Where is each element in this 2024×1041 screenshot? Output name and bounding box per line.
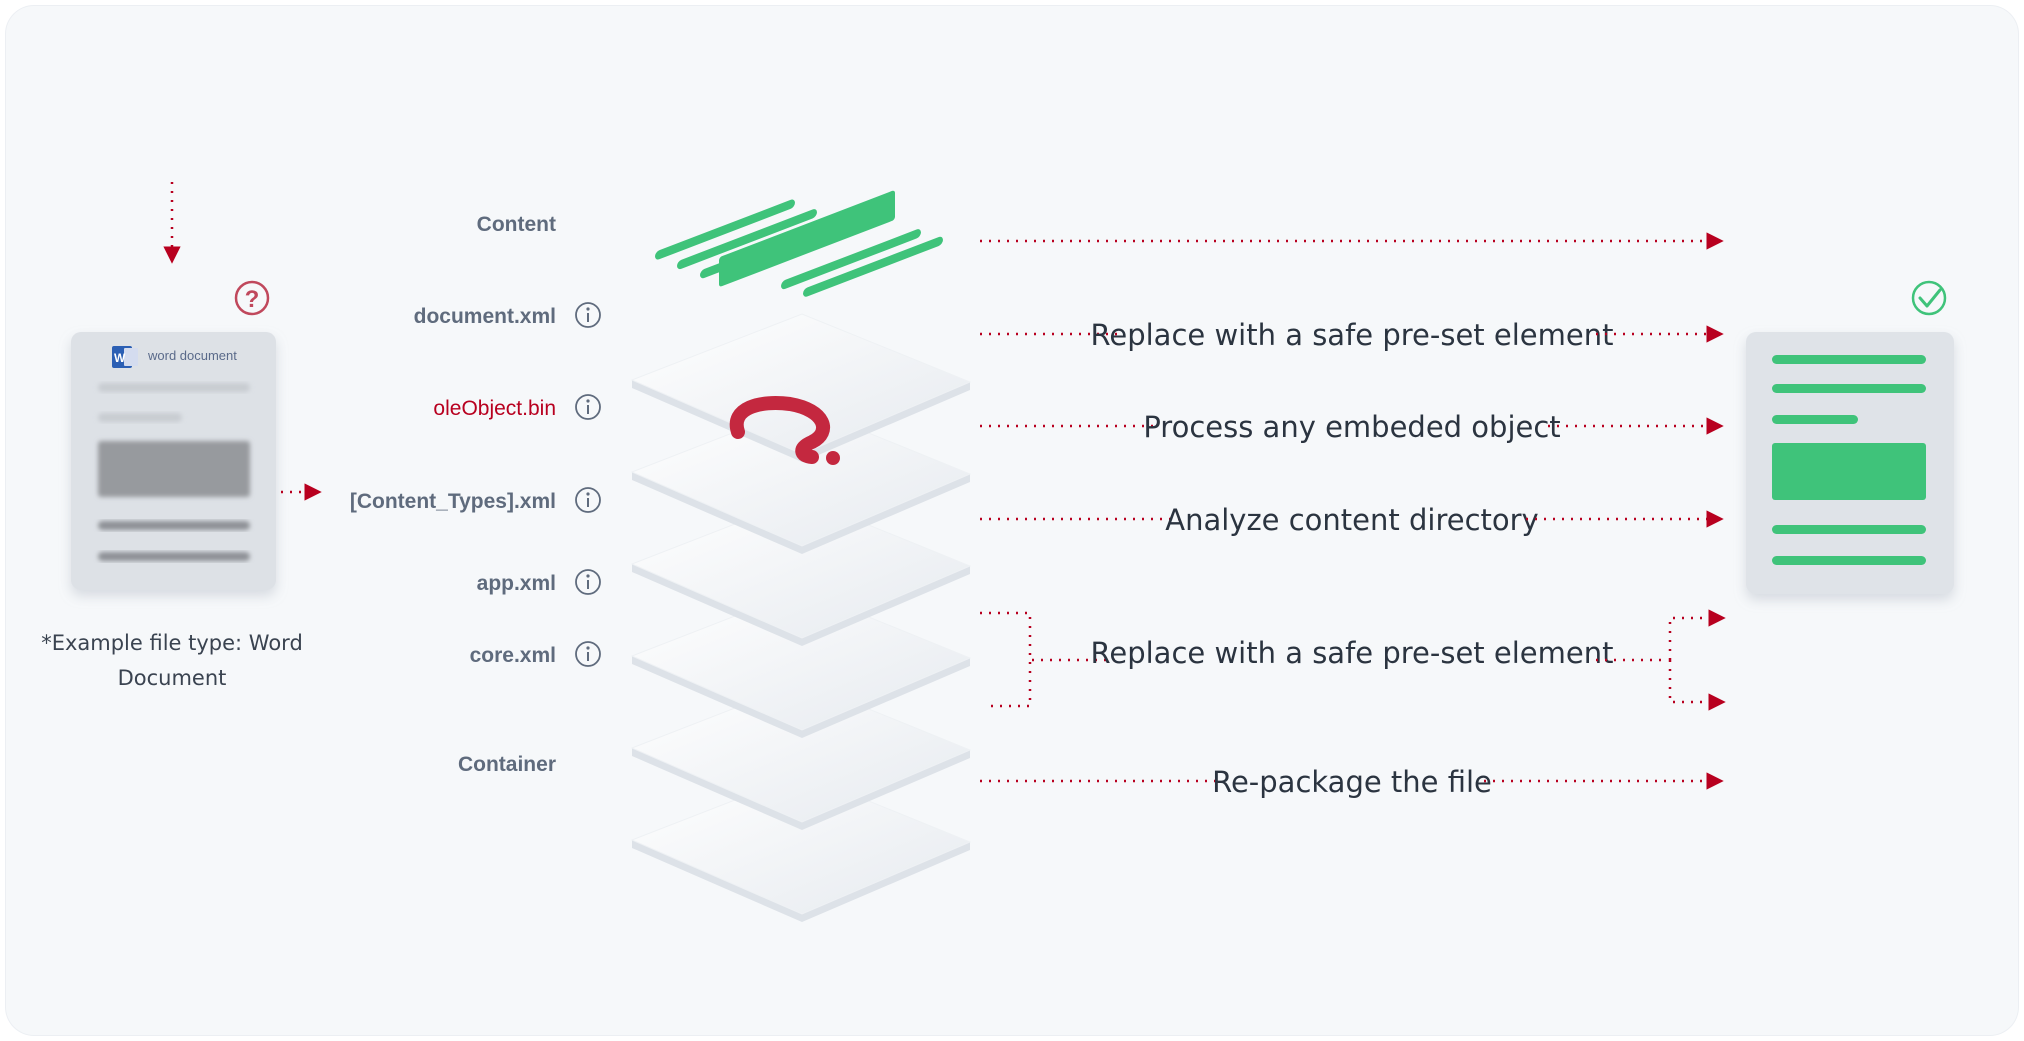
svg-text:W: W [114, 351, 126, 365]
step-grouped: Replace with a safe pre-set element [1091, 636, 1614, 670]
step-content-types: Analyze content directory [1165, 503, 1538, 537]
layer-label: app.xml [477, 572, 556, 595]
layer-label: core.xml [470, 644, 556, 667]
svg-text:?: ? [245, 286, 260, 313]
word-icon: W [112, 346, 138, 368]
result-document-content [1772, 355, 1926, 565]
info-icon[interactable] [575, 569, 601, 595]
flow-diagram: W word document ? *Example file type: Wo… [41, 182, 1954, 922]
info-icon[interactable] [575, 394, 601, 420]
step-document-xml: Replace with a safe pre-set element [1091, 318, 1614, 352]
caption-line-2: Document [118, 666, 227, 690]
layer-plate [630, 405, 972, 554]
flow-container: Re-package the file [980, 765, 1724, 799]
layer-plate [630, 773, 972, 922]
caption-line-1: *Example file type: Word [41, 631, 303, 655]
step-container: Re-package the file [1212, 765, 1492, 799]
flow-ole-object: Process any embeded object [980, 410, 1724, 444]
diagram-frame: W word document ? *Example file type: Wo… [6, 6, 2018, 1035]
layer-label: oleObject.bin [433, 397, 556, 420]
source-document-title: word document [147, 348, 237, 363]
flow-content-types: Analyze content directory [980, 503, 1724, 537]
check-icon [1911, 280, 1947, 316]
flow-document-xml: Replace with a safe pre-set element [980, 318, 1724, 352]
layer-labels: Content document.xml oleObject.bin [Content… [350, 213, 601, 776]
ole-object-question-mark [729, 396, 840, 465]
layer-stack [630, 313, 972, 922]
layer-plate [630, 681, 972, 830]
info-icon[interactable] [575, 487, 601, 513]
info-icon[interactable] [575, 302, 601, 328]
info-icon[interactable] [575, 641, 601, 667]
layer-label: Container [458, 753, 556, 776]
step-ole-object: Process any embeded object [1143, 410, 1560, 444]
content-layer-graphic [655, 190, 943, 297]
question-icon: ? [234, 280, 270, 316]
layer-plate [630, 313, 972, 462]
layer-label: document.xml [414, 305, 556, 328]
layer-label: [Content_Types].xml [350, 490, 556, 513]
layer-label: Content [477, 213, 556, 236]
source-document-content: W word document [98, 346, 250, 561]
flow-grouped-app-core: Replace with a safe pre-set element [980, 609, 1726, 711]
